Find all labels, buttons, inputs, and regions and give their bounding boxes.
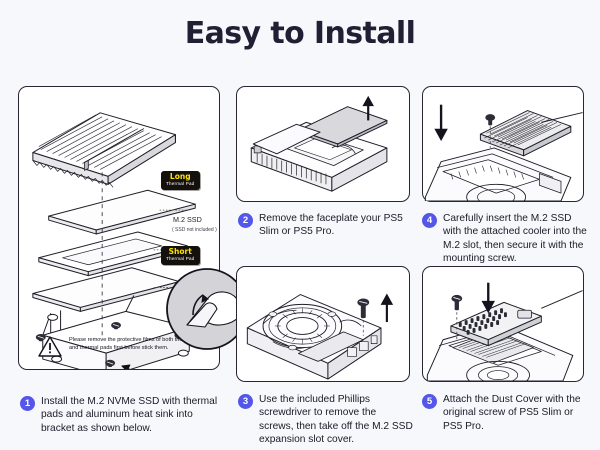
caption-step-1: 1 Install the M.2 NVMe SSD with thermal … <box>20 395 225 435</box>
label-m2-ssd-note: ( SSD not included ) <box>172 227 217 233</box>
warning-text: Please remove the protective films of bo… <box>69 337 214 351</box>
step-text-1: Install the M.2 NVMe SSD with thermal pa… <box>41 396 218 434</box>
magnifier-inset-peel-film <box>166 268 248 350</box>
warning-triangle-icon <box>38 336 62 357</box>
step-badge-2: 2 <box>238 213 253 228</box>
exploded-bracket-illustration: Long Thermal Pad M.2 SSD ( SSD not inclu… <box>19 87 248 369</box>
step-text-3: Use the included Phillips screwdriver to… <box>259 394 413 446</box>
panel-step-2 <box>236 86 410 202</box>
ps5-screw-removal-illustration <box>237 267 409 381</box>
panel-step-5 <box>422 266 584 382</box>
caption-step-3: 3 Use the included Phillips screwdriver … <box>238 393 413 447</box>
label-short-thermal-pad: Short Thermal Pad <box>161 246 200 265</box>
step-text-2: Remove the faceplate your PS5 Slim or PS… <box>259 213 403 238</box>
label-m2-ssd: M.2 SSD <box>173 215 202 224</box>
panel-step-4 <box>422 86 584 202</box>
exploded-bracket-svg <box>32 112 196 369</box>
step-badge-4: 4 <box>422 213 437 228</box>
step-badge-5: 5 <box>422 394 437 409</box>
caption-step-2: 2 Remove the faceplate your PS5 Slim or … <box>238 212 410 239</box>
step-text-4: Carefully insert the M.2 SSD with the at… <box>443 213 587 265</box>
ps5-screw-removal-svg <box>246 293 394 380</box>
m2-ssd-cooler-insertion-illustration <box>423 87 583 201</box>
step-badge-1: 1 <box>20 396 35 411</box>
dust-cover-attachment-illustration <box>423 267 583 381</box>
panel-step-1: Long Thermal Pad M.2 SSD ( SSD not inclu… <box>18 86 248 370</box>
caption-step-4: 4 Carefully insert the M.2 SSD with the … <box>422 212 590 266</box>
caption-step-5: 5 Attach the Dust Cover with the origina… <box>422 393 590 433</box>
ps5-faceplate-removal-illustration <box>237 87 409 201</box>
page-title: Easy to Install <box>184 16 416 51</box>
step-text-5: Attach the Dust Cover with the original … <box>443 394 581 432</box>
label-long-thermal-pad: Long Thermal Pad <box>161 171 200 190</box>
ps5-faceplate-svg <box>250 95 388 192</box>
dust-cover-svg <box>426 282 583 381</box>
step-badge-3: 3 <box>238 394 253 409</box>
m2-cooler-insert-svg <box>424 104 583 201</box>
panel-step-3 <box>236 266 410 382</box>
